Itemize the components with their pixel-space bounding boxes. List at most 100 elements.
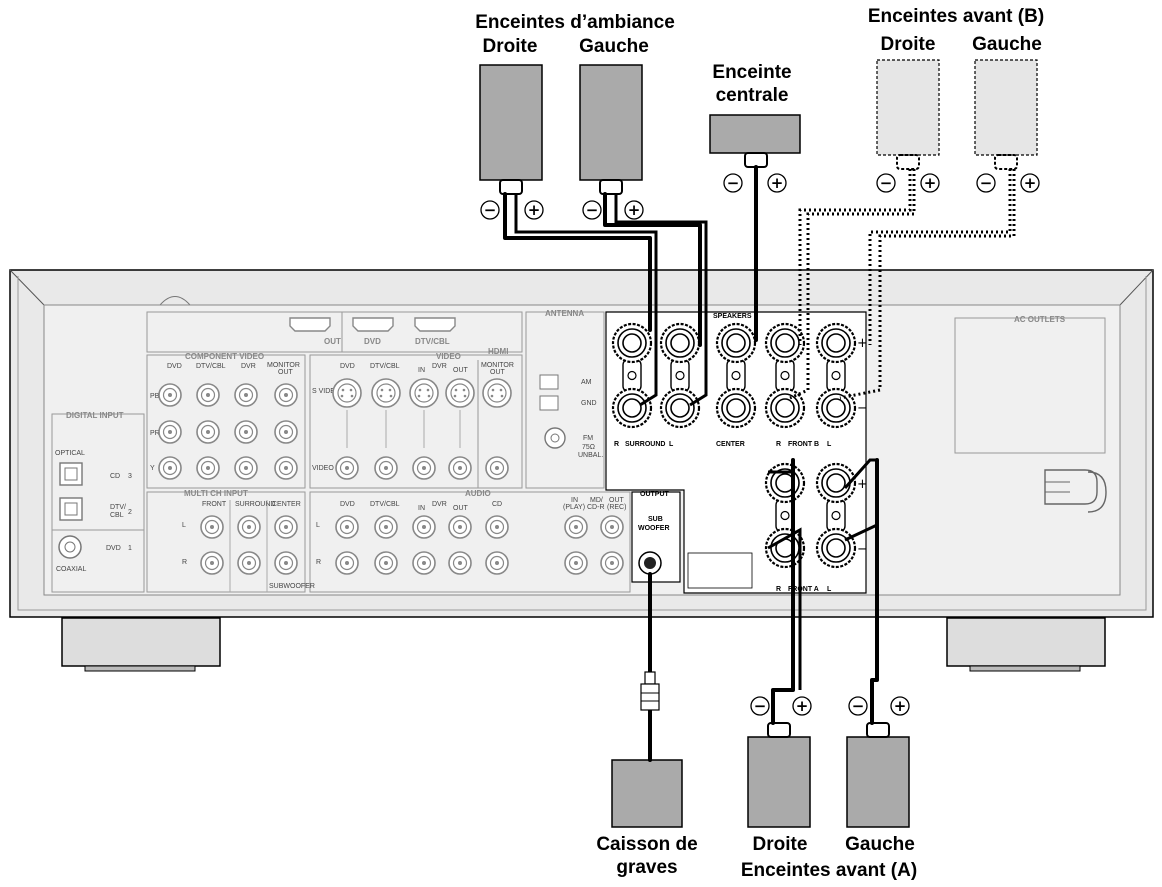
a-out-rec-label: OUT: [609, 497, 625, 504]
mc-surround-label: SURROUND: [235, 501, 275, 508]
speaker-terminal: [764, 527, 806, 569]
cd-number: 3: [128, 473, 132, 480]
a-mdcdr-label: MD/: [590, 497, 603, 504]
front-b-left-speaker: [974, 59, 1038, 170]
antenna-section: ANTENNA AM GND FM 75Ω UNBAL.: [525, 309, 605, 489]
front-a-right-label: Droite: [753, 834, 808, 855]
a-l-label: L: [316, 522, 320, 529]
speakers-label: SPEAKERS: [713, 313, 752, 320]
rca-jack: [237, 515, 261, 539]
rca-jack: [412, 456, 436, 480]
plus-glyph: +: [628, 201, 641, 219]
minus-glyph: −: [852, 697, 865, 715]
surround-left-speaker: [579, 64, 643, 195]
dtv-label: DTV/: [110, 504, 126, 511]
video-section: VIDEO DVD DTV/CBL IN DVR OUT MONITOR OUT…: [309, 352, 523, 489]
cbl-label: CBL: [110, 512, 124, 519]
digital-input-section: DIGITAL INPUT OPTICAL CD 3 DTV/ CBL 2 CO…: [51, 411, 145, 593]
hdmi-label: HDMI: [488, 347, 508, 356]
minus-icon: [750, 696, 770, 716]
rca-jack: [485, 551, 509, 575]
s-video-jack: [445, 378, 475, 408]
speaker-terminal: [611, 387, 653, 429]
surround-left-cable: [603, 192, 702, 347]
front-a-right-speaker: [747, 722, 811, 828]
surround-right-speaker: [479, 64, 543, 195]
plus-mark-front-b: +: [857, 336, 868, 351]
rca-jack: [158, 456, 182, 480]
audio-label: AUDIO: [465, 489, 491, 498]
front-b-left-cable: [868, 169, 1012, 345]
front-a-left-label: Gauche: [845, 834, 915, 855]
minus-mark-front-a: −: [857, 542, 868, 557]
front-a-l-mark: L: [827, 586, 832, 593]
rca-jack: [158, 420, 182, 444]
minus-icon: [848, 696, 868, 716]
rca-jack: [274, 515, 298, 539]
rca-jack: [448, 456, 472, 480]
sub-label: SUB: [648, 516, 663, 523]
coaxial-jack: [58, 535, 82, 559]
rca-jack: [200, 551, 224, 575]
surround-right-cable: [503, 192, 652, 332]
v-dvr-label: DVR: [432, 363, 447, 370]
rca-jack: [335, 456, 359, 480]
rca-jack: [485, 515, 509, 539]
surround-right-label: Droite: [483, 36, 538, 57]
surround-speakers-title: Enceintes d’ambiance: [475, 12, 675, 33]
speaker-terminal: [764, 387, 806, 429]
cv-out-label: OUT: [278, 369, 294, 376]
surround-r-mark: R: [614, 441, 619, 448]
mc-subwoofer-label: SUBWOOFER: [269, 583, 315, 590]
speaker-terminal: [715, 387, 757, 429]
fm-jack: [544, 427, 566, 449]
fm-unbal-label: UNBAL.: [578, 452, 603, 459]
minus-icon: [876, 173, 896, 193]
rca-jack: [564, 515, 588, 539]
cv-dvr-label: DVR: [241, 363, 256, 370]
plus-icon: [890, 696, 910, 716]
video-row-label: VIDEO: [312, 465, 334, 472]
plus-icon: [792, 696, 812, 716]
subwoofer-label-line2: graves: [616, 857, 677, 878]
minus-glyph: −: [754, 697, 767, 715]
audio-section: AUDIO DVD DTV/CBL IN DVR OUT CD L R IN (…: [309, 489, 631, 593]
plus-icon: [624, 200, 644, 220]
center-speaker: [709, 114, 801, 168]
hdmi-out-label: OUT: [324, 337, 341, 346]
front-b-title: Enceintes avant (B): [868, 6, 1044, 27]
surround-terminal-label: SURROUND: [625, 441, 665, 448]
woofer-label: WOOFER: [638, 525, 670, 532]
a-in-play-label: IN: [571, 497, 578, 504]
rca-jack: [335, 515, 359, 539]
dtv-number: 2: [128, 509, 132, 516]
rca-jack: [485, 456, 509, 480]
front-b-right-label: Droite: [881, 34, 936, 55]
s-video-jack-row: [332, 378, 512, 408]
video-label: VIDEO: [436, 352, 461, 361]
rca-jack: [237, 551, 261, 575]
cv-y-label: Y: [150, 465, 155, 472]
plus-icon: [524, 200, 544, 220]
cv-dvd-label: DVD: [167, 363, 182, 370]
hdmi-dvd-port: [352, 317, 394, 332]
plus-mark-front-a: +: [857, 477, 868, 492]
ac-outlets-section: AC OUTLETS: [954, 315, 1107, 513]
v-in-label: IN: [418, 367, 425, 374]
a-mdcdr-label2: CD-R: [587, 504, 605, 511]
v-monitor-label: MONITOR: [481, 362, 514, 369]
front-a-title: Enceintes avant (A): [741, 860, 917, 881]
optical-cd-port: [59, 462, 83, 486]
optical-dtv-port: [59, 497, 83, 521]
minus-icon: [582, 200, 602, 220]
s-video-jack: [482, 378, 512, 408]
rca-jack: [564, 551, 588, 575]
front-a-terminal-label: FRONT A: [788, 586, 819, 593]
minus-icon: [480, 200, 500, 220]
minus-glyph: −: [727, 174, 740, 192]
multi-ch-input-label: MULTI CH INPUT: [184, 489, 248, 498]
mc-front-label: FRONT: [202, 501, 227, 508]
front-b-right-speaker: [876, 59, 940, 170]
plus-glyph: +: [894, 697, 907, 715]
center-terminal-label: CENTER: [716, 441, 745, 448]
